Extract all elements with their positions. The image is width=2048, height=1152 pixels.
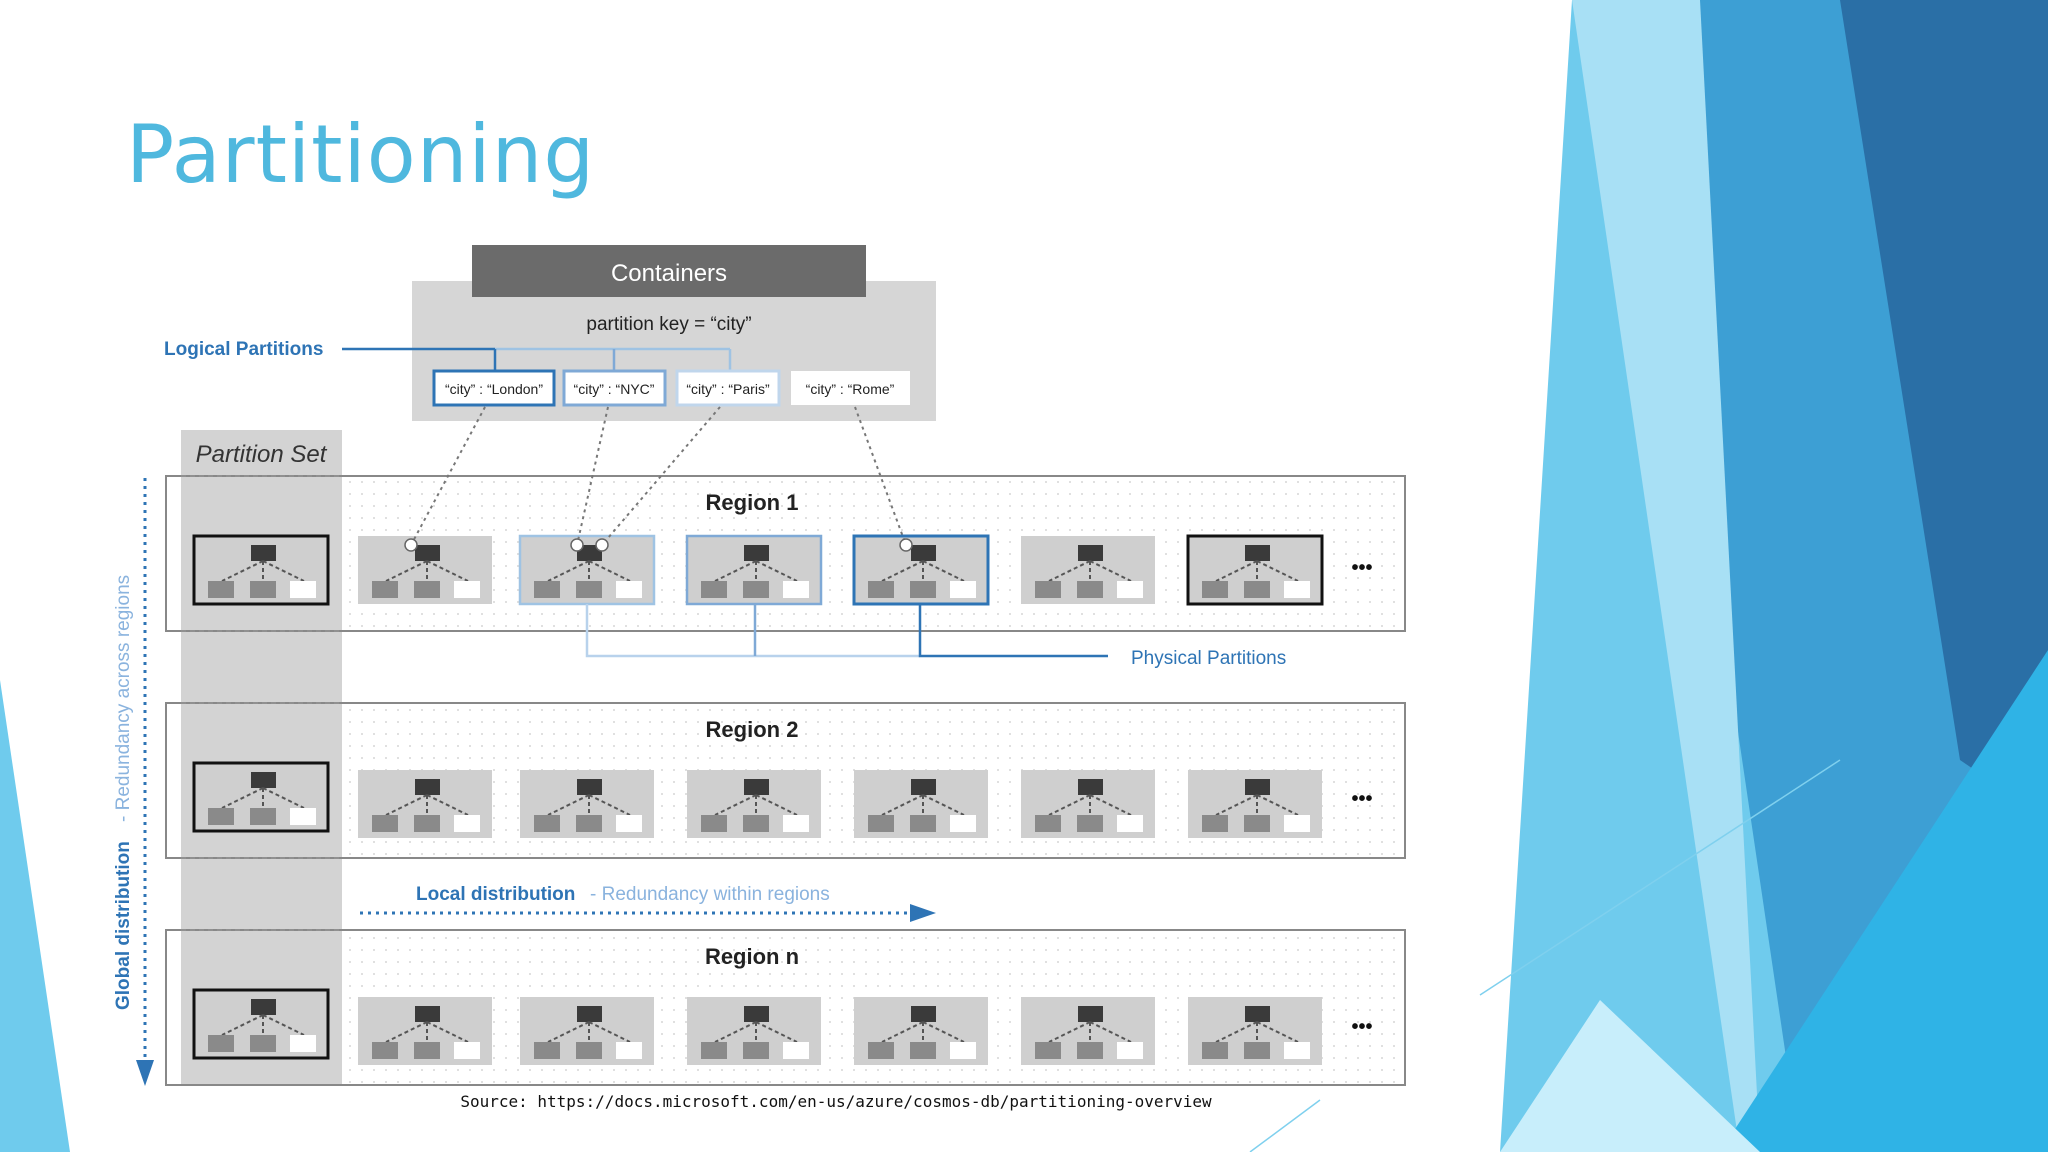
partition-key: partition key = “city” — [586, 314, 751, 335]
global-distribution-arrowhead — [136, 1060, 154, 1086]
physical-partition — [685, 534, 823, 606]
region-1-title: Region 1 — [706, 490, 799, 515]
logical-partition-nyc: “city” : “NYC” — [574, 381, 655, 397]
logical-partition-box — [675, 369, 781, 407]
physical-partition — [853, 769, 989, 839]
region-frame — [165, 929, 1406, 1086]
logical-partition-box — [562, 369, 667, 407]
physical-partition — [1020, 769, 1156, 839]
logical-partition-london: “city” : “London” — [445, 381, 543, 397]
partition-set-node — [192, 761, 330, 833]
physical-partition — [519, 769, 655, 839]
partition-set-node — [192, 534, 330, 606]
mapping-endpoints — [404, 538, 913, 552]
physical-partition — [1187, 769, 1323, 839]
logical-partition-rome: “city” : “Rome” — [806, 381, 895, 397]
bg-shape-dark — [1840, 0, 2048, 820]
physical-partition — [853, 996, 989, 1066]
physical-partition — [686, 769, 822, 839]
logical-partition-paris: “city” : “Paris” — [686, 381, 770, 397]
slide-title: Partitioning — [126, 108, 596, 201]
physical-partition — [518, 534, 656, 606]
physical-partitions-label: Physical Partitions — [1131, 648, 1286, 669]
physical-partition — [1187, 996, 1323, 1066]
physical-partition — [1020, 996, 1156, 1066]
partition-set-label: Partition Set — [196, 441, 328, 468]
bg-shape-bottom-pale — [1500, 1000, 1760, 1152]
physical-partition — [357, 996, 493, 1066]
logical-partition-box — [791, 371, 910, 405]
bg-line — [1249, 1099, 1321, 1152]
container-title: Containers — [611, 260, 727, 287]
region-frame — [165, 702, 1406, 859]
global-distribution-label: Global distribution — [113, 841, 134, 1010]
local-distribution-label: Local distribution — [416, 884, 575, 905]
partition-set-column — [181, 430, 342, 1085]
more-indicator: ••• — [1351, 1016, 1372, 1038]
more-indicator: ••• — [1351, 557, 1372, 579]
bg-shape-bottom — [1720, 650, 2048, 1152]
physical-partition — [519, 996, 655, 1066]
physical-partition — [686, 996, 822, 1066]
logical-partitions-label: Logical Partitions — [164, 339, 323, 360]
physical-partition — [357, 769, 493, 839]
local-distribution-arrowhead — [910, 904, 936, 922]
physical-partition — [357, 535, 493, 605]
more-indicator: ••• — [1351, 788, 1372, 810]
region-frame — [165, 475, 1406, 632]
bg-line — [1479, 759, 1841, 996]
container-header — [472, 245, 866, 297]
physical-partition — [1020, 535, 1156, 605]
mapping-lines — [410, 406, 907, 546]
physical-partition — [1186, 534, 1324, 606]
global-distribution-desc: - Redundancy across regions — [113, 575, 134, 822]
physical-partition — [852, 534, 990, 606]
region-n-title: Region n — [705, 944, 799, 969]
source-citation: Source: https://docs.microsoft.com/en-us… — [460, 1092, 1212, 1111]
physical-connector — [585, 604, 1108, 658]
logical-partition-box — [432, 369, 556, 407]
region-2-title: Region 2 — [706, 717, 799, 742]
bg-shape-left — [0, 680, 70, 1152]
local-distribution-desc: - Redundancy within regions — [590, 884, 830, 905]
partition-set-node — [192, 988, 330, 1060]
bg-shape-pale — [1572, 0, 1760, 1152]
